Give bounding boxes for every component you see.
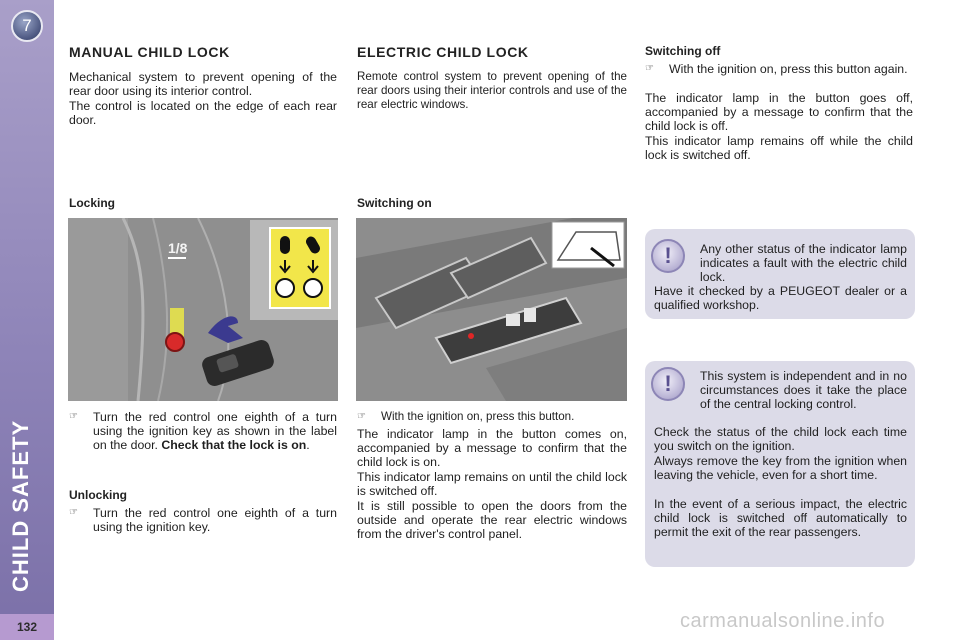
chapter-number-badge: 7 <box>11 10 43 42</box>
page-number: 132 <box>0 614 54 640</box>
manual-child-lock-title: MANUAL CHILD LOCK <box>69 44 230 60</box>
locking-text: Turn the red control one eighth of a tur… <box>93 410 337 452</box>
safety-warning-p2: Always remove the key from the ignition … <box>654 454 907 482</box>
fault-warning-box: ! Any other status of the indicator lamp… <box>645 229 915 319</box>
locking-instruction: ☞ Turn the red control one eighth of a t… <box>69 410 337 452</box>
fault-warning-text-2: Have it checked by a PEUGEOT dealer or a… <box>654 284 907 312</box>
switching-on-heading: Switching on <box>357 196 432 210</box>
warning-exclamation-icon: ! <box>651 239 685 273</box>
chapter-title: CHILD SAFETY <box>8 419 33 592</box>
locking-period: . <box>306 438 310 452</box>
watermark: carmanualsonline.info <box>680 610 886 632</box>
fraction-label: 1/8 <box>168 240 188 256</box>
electric-intro: Remote control system to prevent opening… <box>357 70 627 111</box>
safety-warning-p3: In the event of a serious impact, the el… <box>654 497 907 539</box>
chapter-sidebar: 7 CHILD SAFETY 132 <box>0 0 54 640</box>
switching-on-instruction: ☞ With the ignition on, press this butto… <box>357 410 627 424</box>
safety-warning-box: ! This system is independent and in no c… <box>645 361 915 567</box>
warning-exclamation-icon: ! <box>651 367 685 401</box>
switching-off-p1: The indicator lamp in the button goes of… <box>645 91 913 133</box>
unlocking-text: Turn the red control one eighth of a tur… <box>93 506 337 534</box>
fault-warning-text: Any other status of the indicator lamp i… <box>700 242 907 284</box>
door-edge-illustration <box>68 218 338 401</box>
safety-warning-p1: Check the status of the child lock each … <box>654 425 907 453</box>
manual-intro-1: Mechanical system to prevent opening of … <box>69 70 337 98</box>
safety-warning-text: This system is independent and in no cir… <box>700 369 907 411</box>
electric-p2: This indicator lamp remains on until the… <box>357 470 627 498</box>
switching-off-text: With the ignition on, press this button … <box>669 62 908 76</box>
locking-check-text: Check that the lock is on <box>161 438 307 452</box>
electric-child-lock-title: ELECTRIC CHILD LOCK <box>357 44 529 60</box>
pointing-hand-icon: ☞ <box>69 507 78 518</box>
switching-off-instruction: ☞ With the ignition on, press this butto… <box>645 62 913 76</box>
manual-intro-2: The control is located on the edge of ea… <box>69 99 337 127</box>
door-panel-illustration <box>356 218 627 401</box>
pointing-hand-icon: ☞ <box>645 63 654 74</box>
locking-heading: Locking <box>69 196 116 210</box>
pointing-hand-icon: ☞ <box>357 411 366 422</box>
manual-lock-photo: 1/8 <box>68 218 338 401</box>
switching-off-heading: Switching off <box>645 44 721 58</box>
unlocking-instruction: ☞ Turn the red control one eighth of a t… <box>69 506 337 534</box>
switching-on-text: With the ignition on, press this button. <box>381 410 575 423</box>
electric-lock-photo <box>356 218 627 401</box>
switching-off-p2: This indicator lamp remains off while th… <box>645 134 913 162</box>
pointing-hand-icon: ☞ <box>69 411 78 422</box>
electric-p1: The indicator lamp in the button comes o… <box>357 427 627 469</box>
electric-p3: It is still possible to open the doors f… <box>357 499 627 541</box>
unlocking-heading: Unlocking <box>69 488 128 502</box>
